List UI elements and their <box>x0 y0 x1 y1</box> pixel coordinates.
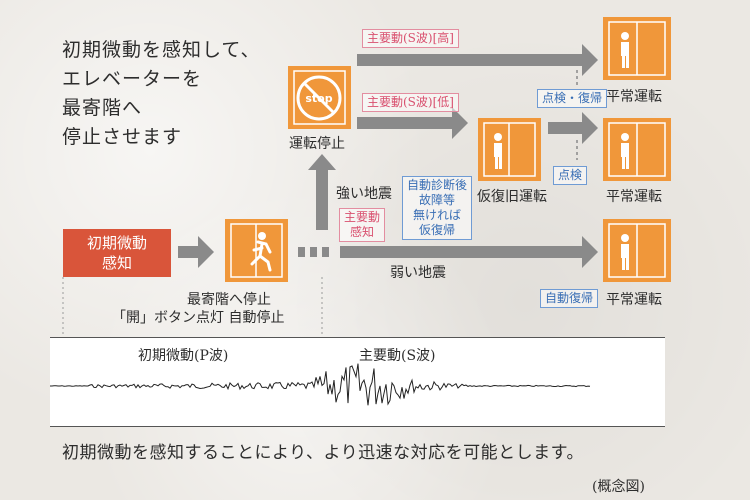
stop-icon: stop <box>288 66 351 129</box>
arrow-trigger-to-elevator <box>178 236 214 268</box>
arrow-up-to-stop <box>308 154 336 230</box>
strong-quake-label: 強い地震 <box>336 186 392 202</box>
elevator-temp-recovery-icon <box>478 118 541 181</box>
weak-quake-label: 弱い地震 <box>390 265 446 281</box>
normal-operation-label-3: 平常運転 <box>606 292 662 308</box>
intro-text: 初期微動を感知して、 エレベーターを 最寄階へ 停止させます <box>62 36 260 152</box>
intro-line-2: エレベーターを <box>62 68 203 90</box>
arrow-dash-2 <box>310 247 317 257</box>
seismic-wave-panel: 初期微動(P波) 主要動(S波) <box>50 337 665 427</box>
s-wave-low-tag: 主要動(S波)[低] <box>362 93 459 112</box>
intro-line-3: 最寄階へ <box>62 97 143 119</box>
trigger-line-1: 初期微動 <box>86 234 147 252</box>
seismogram-line <box>50 363 591 406</box>
initial-tremor-detect-box: 初期微動 感知 <box>63 229 171 277</box>
arrow-s-low <box>357 107 468 139</box>
inspect-tag: 点検 <box>553 166 588 185</box>
diag-line-4: 仮復帰 <box>419 223 456 237</box>
operation-stop-label: 運転停止 <box>289 136 345 152</box>
normal-operation-label-2: 平常運転 <box>606 189 662 205</box>
main-motion-detect-tag: 主要動 感知 <box>339 208 386 242</box>
arrow-dash-1 <box>298 247 305 257</box>
nearest-floor-stop-label: 最寄階へ停止 <box>187 292 271 308</box>
arrow-temp-to-normal <box>548 112 598 144</box>
concept-note: (概念図) <box>592 479 645 495</box>
intro-line-1: 初期微動を感知して、 <box>62 39 261 61</box>
elevator-normal-1-icon <box>603 17 671 80</box>
s-wave-high-tag: 主要動(S波)[高] <box>362 29 459 48</box>
main-detect-line-2: 感知 <box>350 225 375 239</box>
inspect-recover-tag: 点検・復帰 <box>537 89 608 108</box>
trigger-line-2: 感知 <box>101 254 132 272</box>
intro-line-4: 停止させます <box>62 126 183 148</box>
stop-icon-text: stop <box>305 92 332 105</box>
open-button-auto-stop-label: 「開」ボタン点灯 自動停止 <box>112 310 285 326</box>
elevator-normal-2-icon <box>603 118 671 181</box>
arrow-s-high <box>357 44 598 76</box>
dashed-guides <box>62 277 323 340</box>
elevator-nearest-floor-icon <box>225 219 288 282</box>
diag-line-1: 自動診断後 <box>407 178 468 192</box>
temp-recovery-label: 仮復旧運転 <box>477 189 547 205</box>
main-detect-line-1: 主要動 <box>344 210 381 224</box>
seismogram-trace <box>50 363 591 406</box>
flow-arrows <box>178 44 598 268</box>
arrow-weak-quake <box>340 236 598 268</box>
auto-diagnosis-tag: 自動診断後 故障等 無ければ 仮復帰 <box>402 176 473 240</box>
normal-operation-label-1: 平常運転 <box>606 89 662 105</box>
footer-caption: 初期微動を感知することにより、より迅速な対応を可能とします。 <box>62 443 584 463</box>
elevator-normal-3-icon <box>603 219 671 282</box>
diag-line-3: 無ければ <box>413 208 462 222</box>
diag-line-2: 故障等 <box>419 193 456 207</box>
s-wave-label: 主要動(S波) <box>359 348 436 364</box>
auto-recover-tag: 自動復帰 <box>540 289 599 308</box>
p-wave-label: 初期微動(P波) <box>138 348 229 364</box>
arrow-dash-3 <box>322 247 329 257</box>
